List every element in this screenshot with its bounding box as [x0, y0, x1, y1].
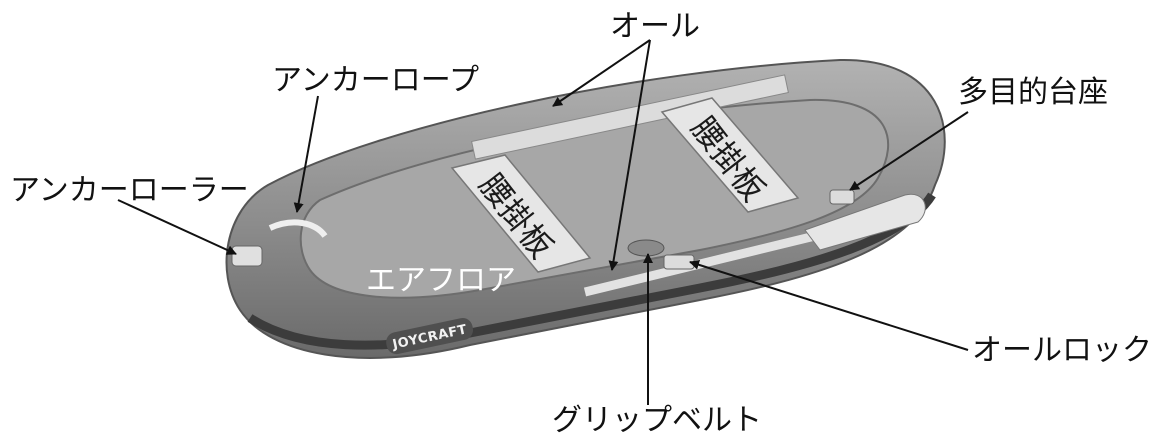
oar-lock-label: オールロック [972, 333, 1152, 368]
grip-belt-label: グリップベルト [552, 403, 762, 438]
arrow-anchor-rope [293, 95, 319, 213]
arrow-oar-left [552, 39, 651, 107]
seat-board-rear [660, 97, 800, 213]
seat-board-front [450, 154, 592, 273]
anchor-roller-label: アンカーローラー [10, 173, 249, 208]
transom [471, 74, 789, 160]
arrow-oar-lock [689, 259, 969, 351]
oar-blade [804, 193, 926, 251]
grip-belt [627, 239, 665, 257]
oar-label: オール [610, 9, 700, 44]
arrow-oar-right [608, 39, 651, 271]
multi-purpose-mount [829, 189, 855, 205]
oar-lock [663, 254, 695, 270]
anchor-rope [268, 219, 328, 238]
multi-purpose-mount-label: 多目的台座 [958, 75, 1108, 110]
anchor-roller [231, 245, 263, 267]
anchor-rope-label: アンカーロープ [272, 63, 479, 98]
arrow-multi-purpose-mount [849, 111, 969, 191]
rub-stripe [247, 192, 936, 350]
air-floor-label: エアフロア [366, 263, 516, 298]
arrow-anchor-roller [117, 199, 237, 255]
